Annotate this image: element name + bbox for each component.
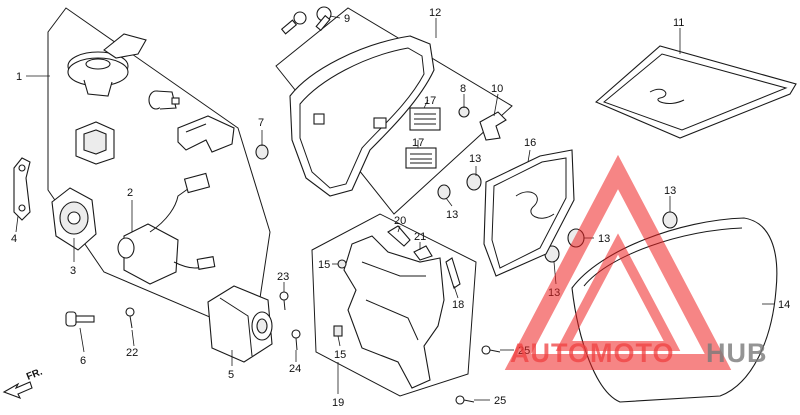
grommet-7: [255, 144, 269, 160]
label-23: 23: [277, 271, 289, 283]
label-17a: 17: [424, 95, 436, 107]
front-direction-marker: FR.: [2, 366, 44, 400]
label-21: 21: [414, 231, 426, 243]
label-25b: 25: [494, 395, 506, 407]
label-8: 8: [460, 83, 466, 95]
ignition-cap-part: [67, 33, 147, 97]
label-5: 5: [228, 369, 234, 381]
stay-part-18: [445, 257, 461, 289]
right-side-cover-part: [571, 217, 778, 403]
label-17-upper: [409, 107, 441, 131]
callout-lines: [15, 15, 774, 401]
nut-15b: [333, 325, 343, 337]
screw-22: [125, 307, 135, 329]
clip-part: [479, 111, 507, 141]
watermark-triangle-icon: [504, 154, 732, 370]
screw-23: [279, 291, 289, 311]
band-part-21: [413, 245, 433, 261]
front-label: FR.: [25, 366, 44, 382]
label-11: 11: [673, 17, 684, 29]
watermark-text-grey: HUB: [706, 338, 768, 368]
bolt-24: [291, 329, 301, 351]
bracket-part: [343, 235, 445, 389]
label-16: 16: [524, 137, 536, 149]
label-4: 4: [11, 233, 17, 245]
gasket-part: [483, 149, 575, 277]
lock-cylinder-part: [148, 90, 180, 110]
key-part: [65, 311, 95, 327]
ignition-switch-part: [117, 172, 216, 285]
left-side-cover-part: [289, 35, 435, 197]
label-15a: 15: [318, 259, 330, 271]
label-24: 24: [289, 363, 301, 375]
label-13a: 13: [469, 153, 481, 165]
label-22: 22: [126, 347, 138, 359]
label-13c: 13: [598, 233, 610, 245]
label-2: 2: [127, 187, 133, 199]
mount-bracket-part: [13, 157, 31, 221]
label-6: 6: [80, 355, 86, 367]
label-17b: 17: [412, 137, 424, 149]
tool-sheet-part: [594, 45, 797, 139]
nut-15a: [337, 259, 347, 269]
label-3: 3: [70, 265, 76, 277]
grommet-13e: [662, 211, 678, 229]
switch-housing-part: [51, 187, 97, 251]
label-15b: 15: [334, 349, 346, 361]
key-seal-part: [75, 121, 115, 165]
label-14: 14: [778, 299, 790, 311]
screw-25a: [481, 345, 501, 355]
bracket-group-outline: [311, 213, 477, 397]
label-7: 7: [258, 117, 264, 129]
label-19: 19: [332, 397, 344, 409]
label-13b: 13: [446, 209, 458, 221]
label-1: 1: [16, 71, 22, 83]
label-10: 10: [491, 83, 503, 95]
lock-bracket-part: [177, 115, 235, 153]
label-13e: 13: [664, 185, 676, 197]
nut-8: [458, 106, 470, 118]
grommet-13a: [466, 173, 482, 191]
label-18: 18: [452, 299, 464, 311]
keys-part: [280, 6, 332, 35]
automotohub-watermark: AUTOMOTO HUB: [504, 154, 768, 370]
front-arrow-icon: [2, 381, 33, 400]
clamp-part-20: [387, 225, 411, 247]
watermark-text-red: AUTOMOTO: [510, 338, 675, 368]
label-9: 9: [344, 13, 350, 25]
label-17-lower: [405, 147, 437, 169]
ignition-cover-part: [207, 285, 273, 363]
label-20: 20: [394, 215, 406, 227]
label-12: 12: [429, 7, 441, 19]
screw-25b: [455, 395, 475, 405]
grommet-13b: [437, 184, 451, 200]
